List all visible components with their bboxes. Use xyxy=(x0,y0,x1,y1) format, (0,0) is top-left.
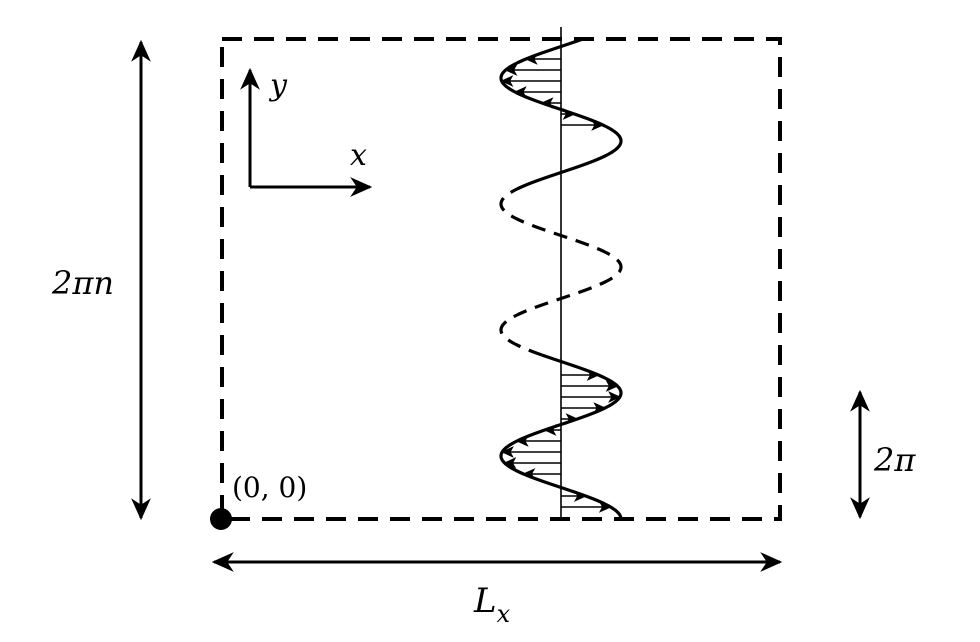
periodic-domain-boundary xyxy=(220,37,782,521)
width-label: Lx xyxy=(473,581,511,628)
y-axis-label: y xyxy=(268,68,288,103)
origin-label: (0, 0) xyxy=(232,471,307,504)
height-label: 2πn xyxy=(51,264,114,302)
x-axis-label: x xyxy=(350,138,367,173)
origin-dot xyxy=(210,508,232,530)
velocity-profile xyxy=(499,37,623,520)
profile-dashed-middle xyxy=(499,190,623,357)
period-label: 2π xyxy=(873,441,916,479)
